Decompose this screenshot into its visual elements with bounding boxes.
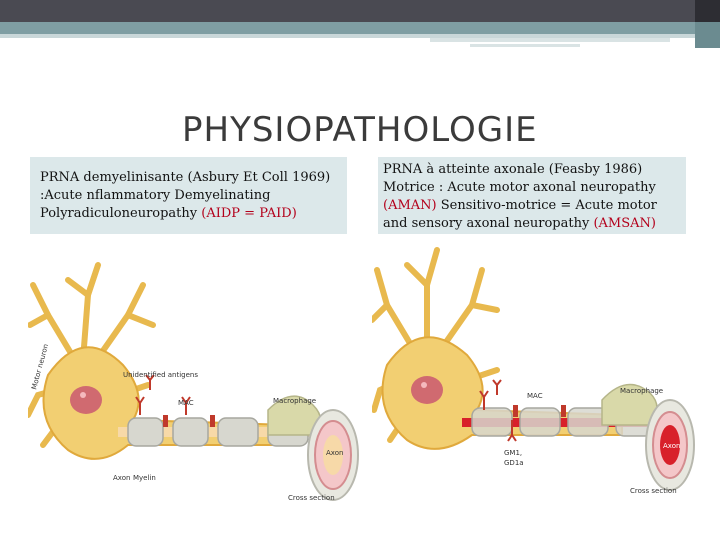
right-text-box: PRNA à atteinte axonale (Feasby 1986) Mo… — [378, 157, 686, 234]
left-box-highlight: (AIDP = PAID) — [201, 206, 297, 221]
left-nucleus — [70, 386, 102, 414]
right-box-line1: PRNA à atteinte axonale (Feasby 1986) Mo… — [383, 162, 656, 195]
top-bar — [0, 0, 720, 22]
header-stripe-accent — [430, 38, 670, 42]
header-stripe-accent-2 — [470, 44, 580, 47]
left-label-mac: MAC — [178, 399, 194, 407]
right-label-mac: MAC — [527, 392, 543, 400]
header-stripe-corner — [695, 22, 720, 48]
left-label-macrophage: Macrophage — [273, 397, 316, 405]
right-neuron-diagram: MAC Macrophage GM1, GD1a Axon Cross sect… — [372, 245, 697, 510]
left-label-axon-cross: Axon — [326, 449, 343, 457]
left-label-cross-section: Cross section — [288, 494, 335, 502]
left-neuron-diagram: Motor neuron Unidentified antigens MAC M… — [28, 255, 363, 515]
left-antibodies — [136, 375, 190, 415]
header-stripe — [0, 22, 720, 34]
right-label-macrophage: Macrophage — [620, 387, 663, 395]
right-label-axon: Axon — [663, 442, 680, 450]
right-box-highlight2: (AMSAN) — [593, 216, 656, 231]
right-nucleus — [411, 376, 443, 404]
right-box-highlight1: (AMAN) — [383, 198, 437, 213]
left-label-antigens: Unidentified antigens — [123, 371, 198, 379]
slide-title: PHYSIOPATHOLOGIE — [182, 110, 538, 150]
top-bar-corner — [695, 0, 720, 22]
right-label-gm1: GM1, — [504, 449, 522, 457]
left-text-box: PRNA demyelinisante (Asbury Et Coll 1969… — [30, 157, 347, 234]
right-label-cross-section: Cross section — [630, 487, 677, 495]
left-label-axon: Axon — [113, 474, 130, 482]
right-label-gd1a: GD1a — [504, 459, 524, 467]
left-label-myelin: Myelin — [133, 474, 156, 482]
